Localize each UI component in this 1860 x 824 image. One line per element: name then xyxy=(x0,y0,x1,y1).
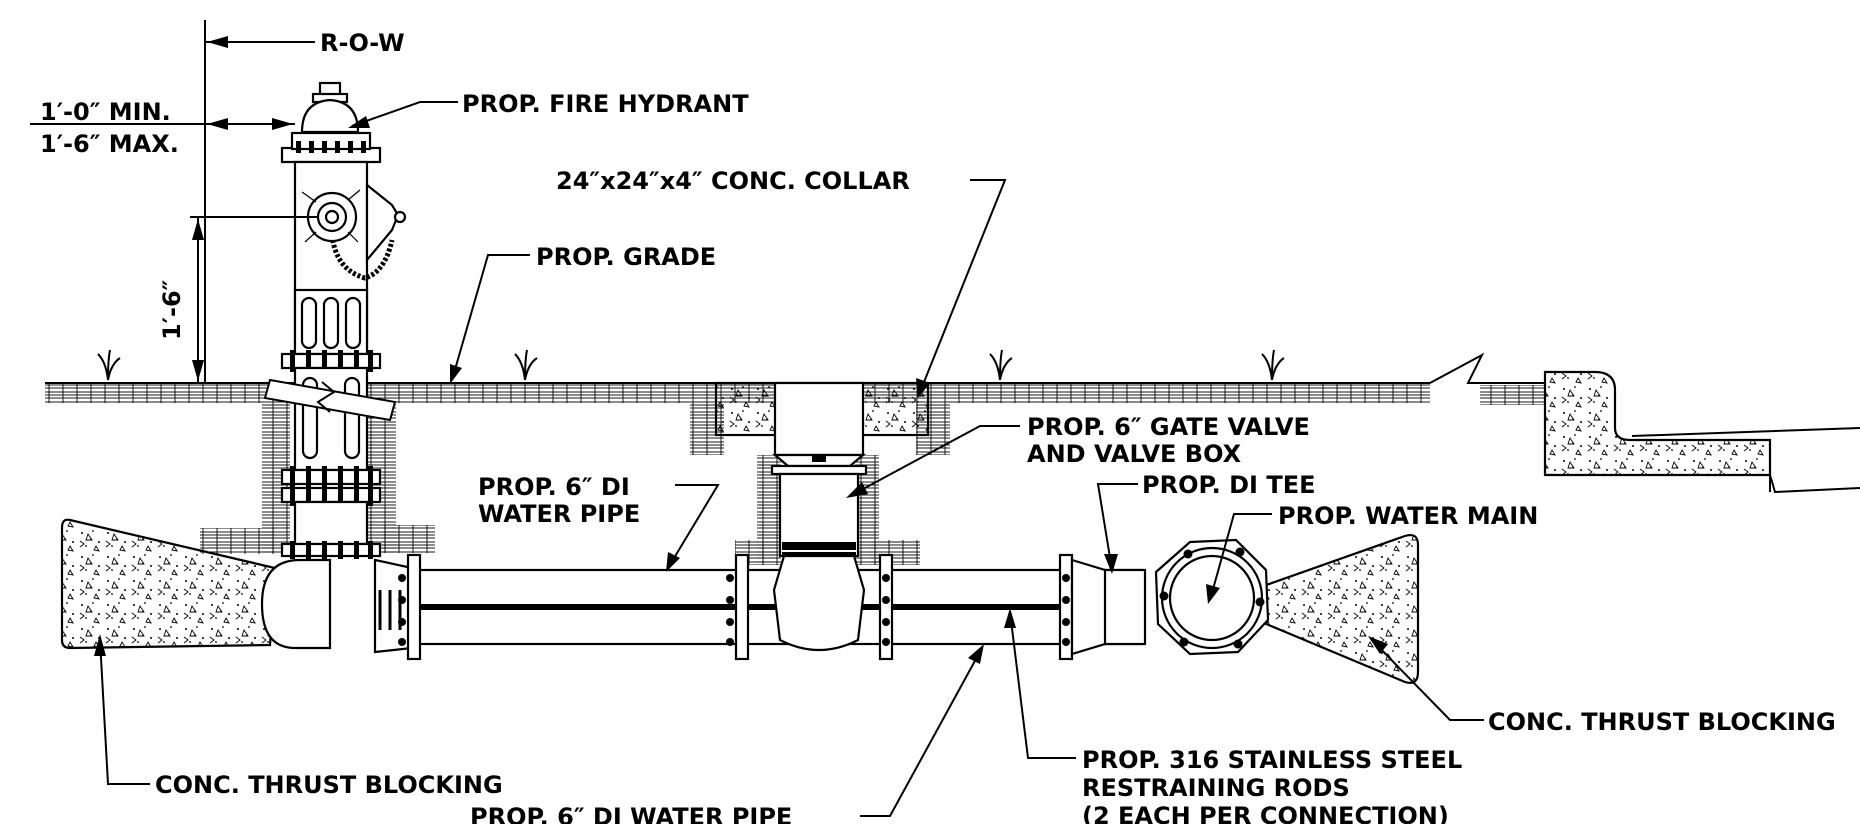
curb-and-gutter xyxy=(1543,370,1860,494)
rods-label-2: RESTRAINING RODS xyxy=(1082,774,1350,802)
di-tee-fitting xyxy=(1070,558,1147,656)
rods-label-1: PROP. 316 STAINLESS STEEL xyxy=(1082,746,1462,774)
fire-hydrant xyxy=(263,81,407,559)
offset-dimension: 1′-0″ MIN. 1′-6″ MAX. xyxy=(30,98,295,158)
di-tee-label: PROP. DI TEE xyxy=(1142,471,1316,499)
row-dimension: R-O-W xyxy=(204,20,405,383)
callout-gate-valve: PROP. 6″ GATE VALVE AND VALVE BOX xyxy=(846,413,1310,498)
thrust-left-label: CONC. THRUST BLOCKING xyxy=(155,771,503,799)
callout-thrust-right: CONC. THRUST BLOCKING xyxy=(1368,636,1836,736)
di-pipe-top-label-1: PROP. 6″ DI xyxy=(478,473,630,501)
row-label: R-O-W xyxy=(320,29,405,57)
gate-valve-label-2: AND VALVE BOX xyxy=(1027,440,1242,468)
callout-di-tee: PROP. DI TEE xyxy=(1096,471,1316,574)
hydrant-trench-soil xyxy=(200,403,435,554)
gate-valve-label-1: PROP. 6″ GATE VALVE xyxy=(1027,413,1310,441)
callout-water-main: PROP. WATER MAIN xyxy=(1206,502,1538,604)
callout-di-pipe-top: PROP. 6″ DI WATER PIPE xyxy=(478,473,720,572)
height-dimension: 1′-6″ xyxy=(158,216,318,383)
grade-label: PROP. GRADE xyxy=(536,243,716,271)
thrust-block-left xyxy=(60,518,277,650)
callout-rods: PROP. 316 STAINLESS STEEL RESTRAINING RO… xyxy=(1004,608,1462,824)
hydrant-label: PROP. FIRE HYDRANT xyxy=(462,90,749,118)
callout-hydrant: PROP. FIRE HYDRANT xyxy=(348,90,749,128)
di-pipe-top-label-2: WATER PIPE xyxy=(478,500,640,528)
grass-tufts xyxy=(97,349,1285,381)
rods-label-3: (2 EACH PER CONNECTION) xyxy=(1082,802,1449,824)
callout-grade: PROP. GRADE xyxy=(450,243,716,384)
gate-valve-and-box xyxy=(714,381,930,652)
collar-label: 24″x24″x4″ CONC. COLLAR xyxy=(556,167,910,195)
water-main-label: PROP. WATER MAIN xyxy=(1278,502,1538,530)
thrust-right-label: CONC. THRUST BLOCKING xyxy=(1488,708,1836,736)
hydrant-shoe xyxy=(260,558,414,654)
height-label: 1′-6″ xyxy=(158,279,186,340)
di-pipe-bottom-label: PROP. 6″ DI WATER PIPE xyxy=(470,803,792,824)
max-label: 1′-6″ MAX. xyxy=(40,130,179,158)
callout-di-pipe-bottom: PROP. 6″ DI WATER PIPE xyxy=(470,644,984,824)
callout-collar: 24″x24″x4″ CONC. COLLAR xyxy=(556,167,1007,398)
callout-thrust-left: CONC. THRUST BLOCKING xyxy=(94,634,503,799)
min-label: 1′-0″ MIN. xyxy=(40,98,171,126)
